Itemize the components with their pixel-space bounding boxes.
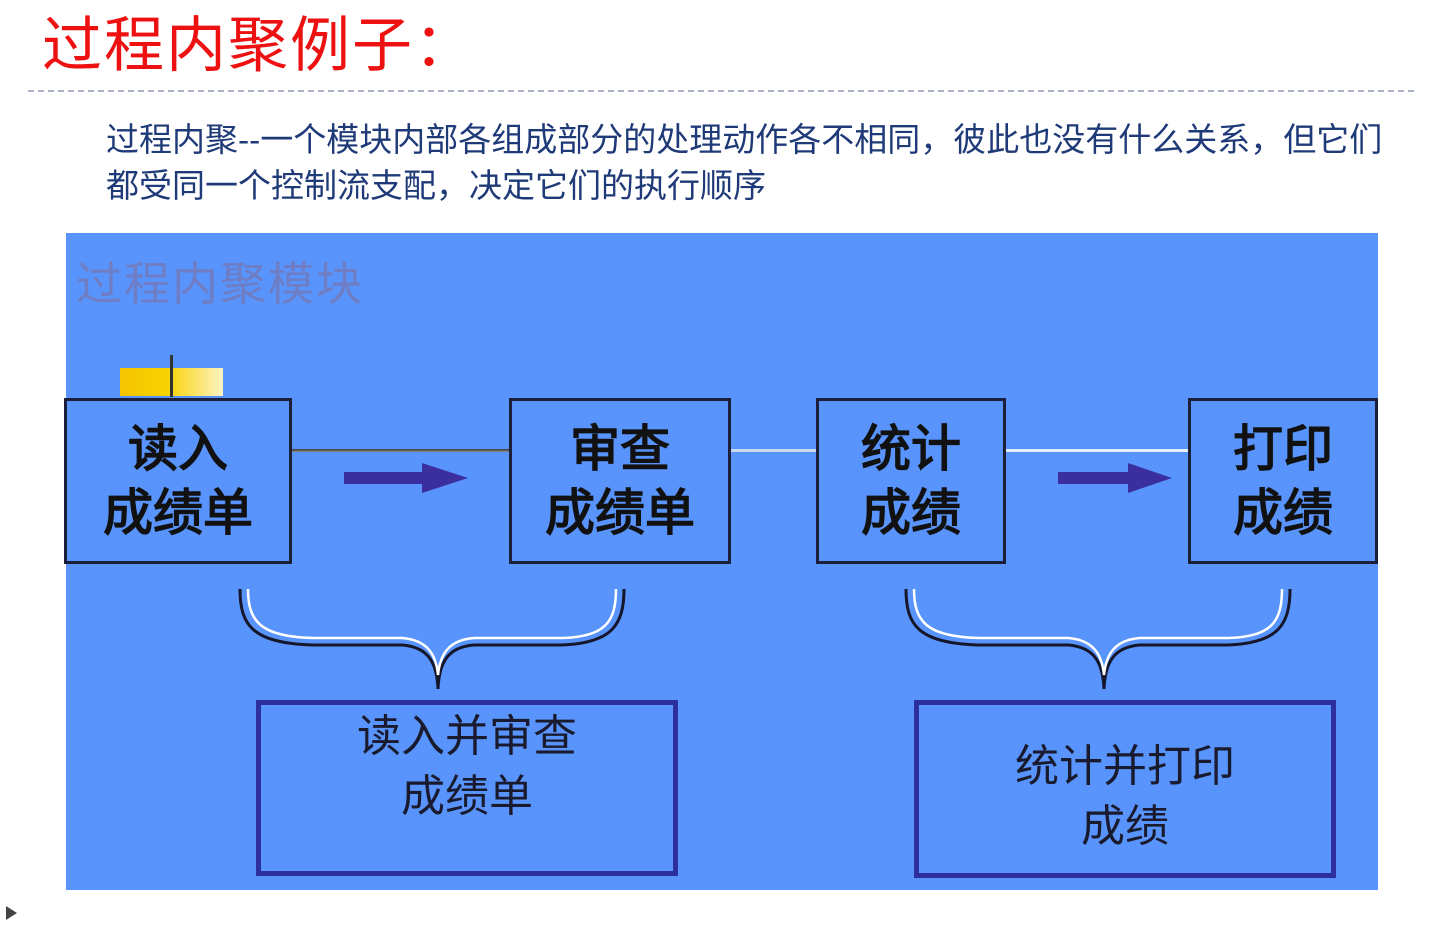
- module-tally-and-print: 统计并打印 成绩: [914, 700, 1336, 878]
- title-divider: [28, 90, 1414, 92]
- flow-arrow-icon: [1058, 463, 1172, 493]
- module-label: 成绩单: [401, 771, 533, 822]
- cohesion-diagram: 过程内聚模块 读入 成绩单 审查 成绩单 统计 成绩 打印 成绩 读入并审: [64, 233, 1378, 890]
- step-read-grades: 读入 成绩单: [64, 398, 292, 564]
- connector-line-1: [290, 449, 510, 452]
- slide-title: 过程内聚例子：: [42, 11, 476, 81]
- step-label: 打印: [1233, 420, 1333, 478]
- step-label: 审查: [570, 420, 670, 478]
- marker-tick: [170, 355, 173, 397]
- connector-line-3: [1004, 449, 1190, 452]
- step-label: 成绩: [1233, 484, 1333, 542]
- module-label: 统计并打印: [1015, 741, 1235, 792]
- step-label: 统计: [861, 420, 961, 478]
- step-label: 成绩单: [545, 484, 695, 542]
- brace-icon: [904, 588, 1292, 690]
- brace-icon: [238, 588, 626, 690]
- step-label: 读入: [128, 420, 228, 478]
- diagram-heading: 过程内聚模块: [76, 257, 364, 311]
- module-label: 读入并审查: [357, 711, 577, 762]
- slide-description: 过程内聚--一个模块内部各组成部分的处理动作各不相同，彼此也没有什么关系，但它们…: [106, 120, 1383, 205]
- step-print-grades: 打印 成绩: [1188, 398, 1378, 564]
- connector-line-2: [730, 449, 818, 452]
- step-review-grades: 审查 成绩单: [509, 398, 731, 564]
- module-read-and-review: 读入并审查 成绩单: [256, 700, 678, 876]
- slide-bullet-icon: [6, 906, 17, 920]
- step-label: 成绩单: [103, 484, 253, 542]
- step-label: 成绩: [861, 484, 961, 542]
- module-label: 成绩: [1081, 801, 1169, 852]
- step-tally-grades: 统计 成绩: [816, 398, 1006, 564]
- flow-arrow-icon: [344, 463, 468, 493]
